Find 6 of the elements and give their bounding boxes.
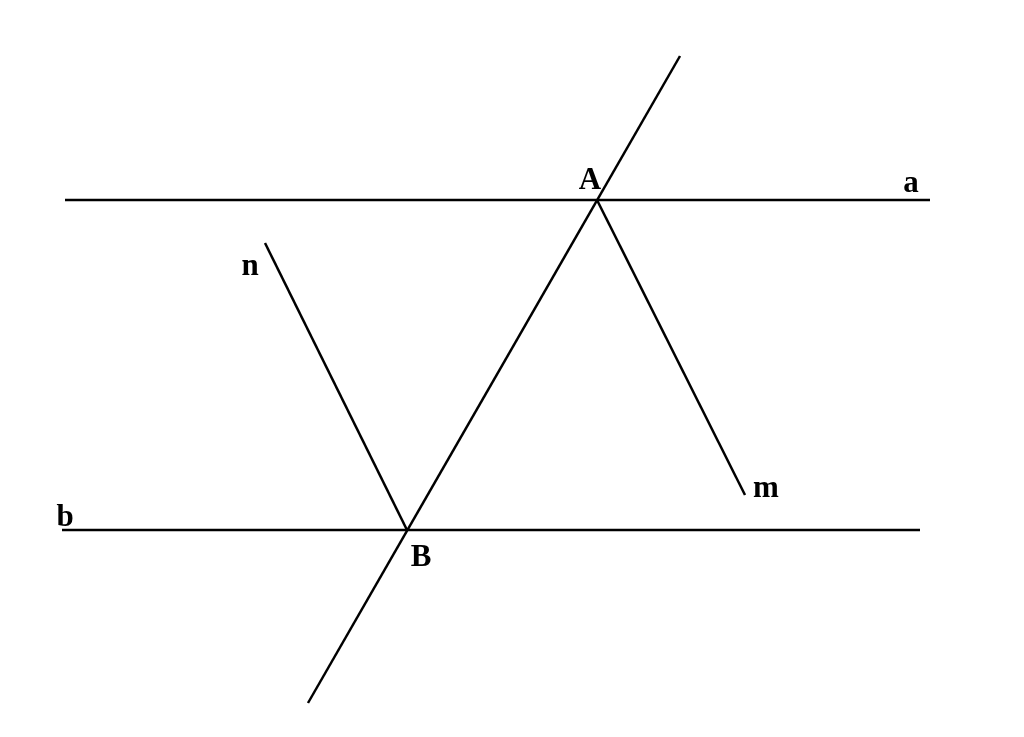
point-label: A — [578, 162, 602, 194]
line-label: n — [241, 248, 259, 280]
line-label: a — [903, 165, 919, 197]
line-label: b — [56, 499, 74, 531]
line-label: m — [753, 470, 779, 502]
point-label: B — [410, 539, 432, 571]
